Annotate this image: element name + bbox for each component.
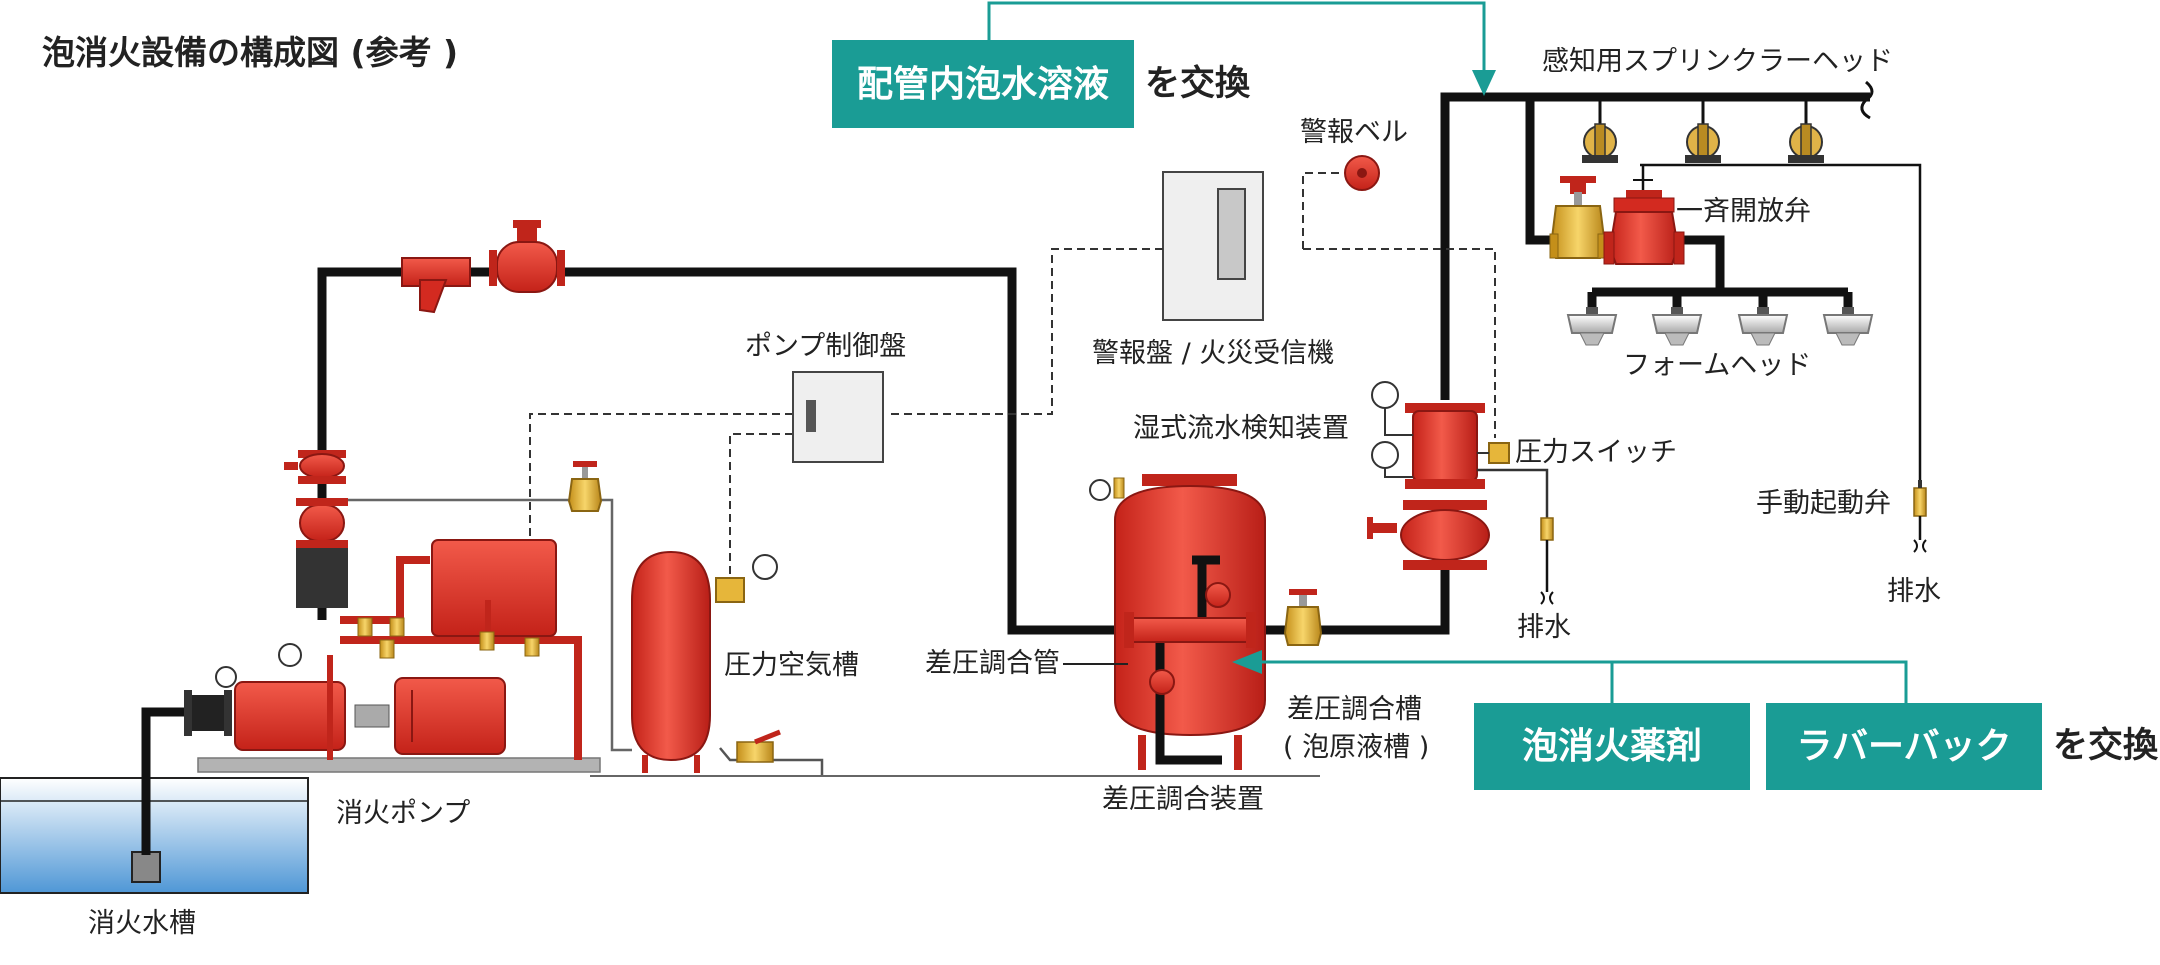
teal-arrow-bottom [1232,650,1908,703]
exchange-label-bottom: を交換 [2053,725,2159,766]
proportioner-label: 差圧調合装置 [1102,784,1264,815]
pressure-air-tank [631,550,778,773]
manual-start-valve [1913,480,1927,517]
sensing-line [1640,163,1922,490]
gate-valve-brass [1549,176,1607,259]
proportioner-tank [1089,474,1266,770]
callout-pipe-solution: 配管内泡水溶液 [832,40,1134,128]
foam-head-label: フォームヘッド [1623,350,1811,381]
alarm-bell-label: 警報ベル [1300,117,1408,148]
pressure-switch-label: 圧力スイッチ [1515,437,1677,468]
y-strainer [401,257,471,314]
sprinkler-drops [1598,97,1808,125]
callout-pipe-solution-text: 配管内泡水溶液 [857,64,1109,105]
pressure-tank-label: 圧力空気槽 [724,650,859,681]
alarm-panel [1162,171,1264,321]
deluge-valve [1603,190,1685,265]
drain-center-label: 排水 [1517,612,1571,643]
foam-head [1566,307,1874,346]
check-valve-top [489,220,565,293]
callout-foam-agent-text: 泡消火薬剤 [1522,726,1702,767]
sprinkler-head-label: 感知用スプリンクラーヘッド [1542,46,1893,77]
callout-rubber-bag: ラバーバック [1766,703,2042,790]
exchange-label-top: を交換 [1145,63,1251,104]
wet-flow-detector-label: 湿式流水検知装置 [1133,413,1349,444]
pump-control-panel-label: ポンプ制御盤 [745,331,906,362]
manual-valve-label: 手動起動弁 [1756,488,1891,519]
deluge-valve-label: 一斉開放弁 [1676,196,1811,227]
gate-valve-pump [567,461,603,512]
callout-rubber-bag-text: ラバーバック [1796,726,2011,767]
page-title: 泡消火設備の構成図 (参考 ) [42,33,458,72]
pipe-break-symbol [1860,80,1874,120]
alarm-bell-icon [1344,155,1380,191]
water-tank-label: 消火水槽 [88,908,196,939]
check-valve-riser [1367,500,1490,570]
drain-right-label: 排水 [1887,576,1941,607]
fire-pump-label: 消火ポンプ [336,798,470,829]
pump-control-panel [792,371,884,463]
signal-wiring [529,172,1496,580]
alarm-panel-label: 警報盤 / 火災受信機 [1092,338,1334,369]
diff-tank-label-2: ( 泡原液槽 ) [1283,732,1429,763]
water-tank [0,777,309,894]
teal-arrow-top [987,1,1496,96]
drain-valve [1540,517,1554,541]
fire-pump [184,450,601,773]
tank-drain-valve [736,729,781,763]
diff-tank-label-1: 差圧調合槽 [1287,694,1422,725]
callout-foam-agent: 泡消火薬剤 [1474,703,1750,790]
wet-flow-detector [1371,381,1510,489]
sprinkler-head [1582,123,1824,163]
gate-valve-proportioner-out [1283,589,1323,646]
diff-pressure-pipe-label: 差圧調合管 [925,648,1060,679]
detector-drain-pipe [1477,468,1549,520]
main-piping [141,92,1870,855]
